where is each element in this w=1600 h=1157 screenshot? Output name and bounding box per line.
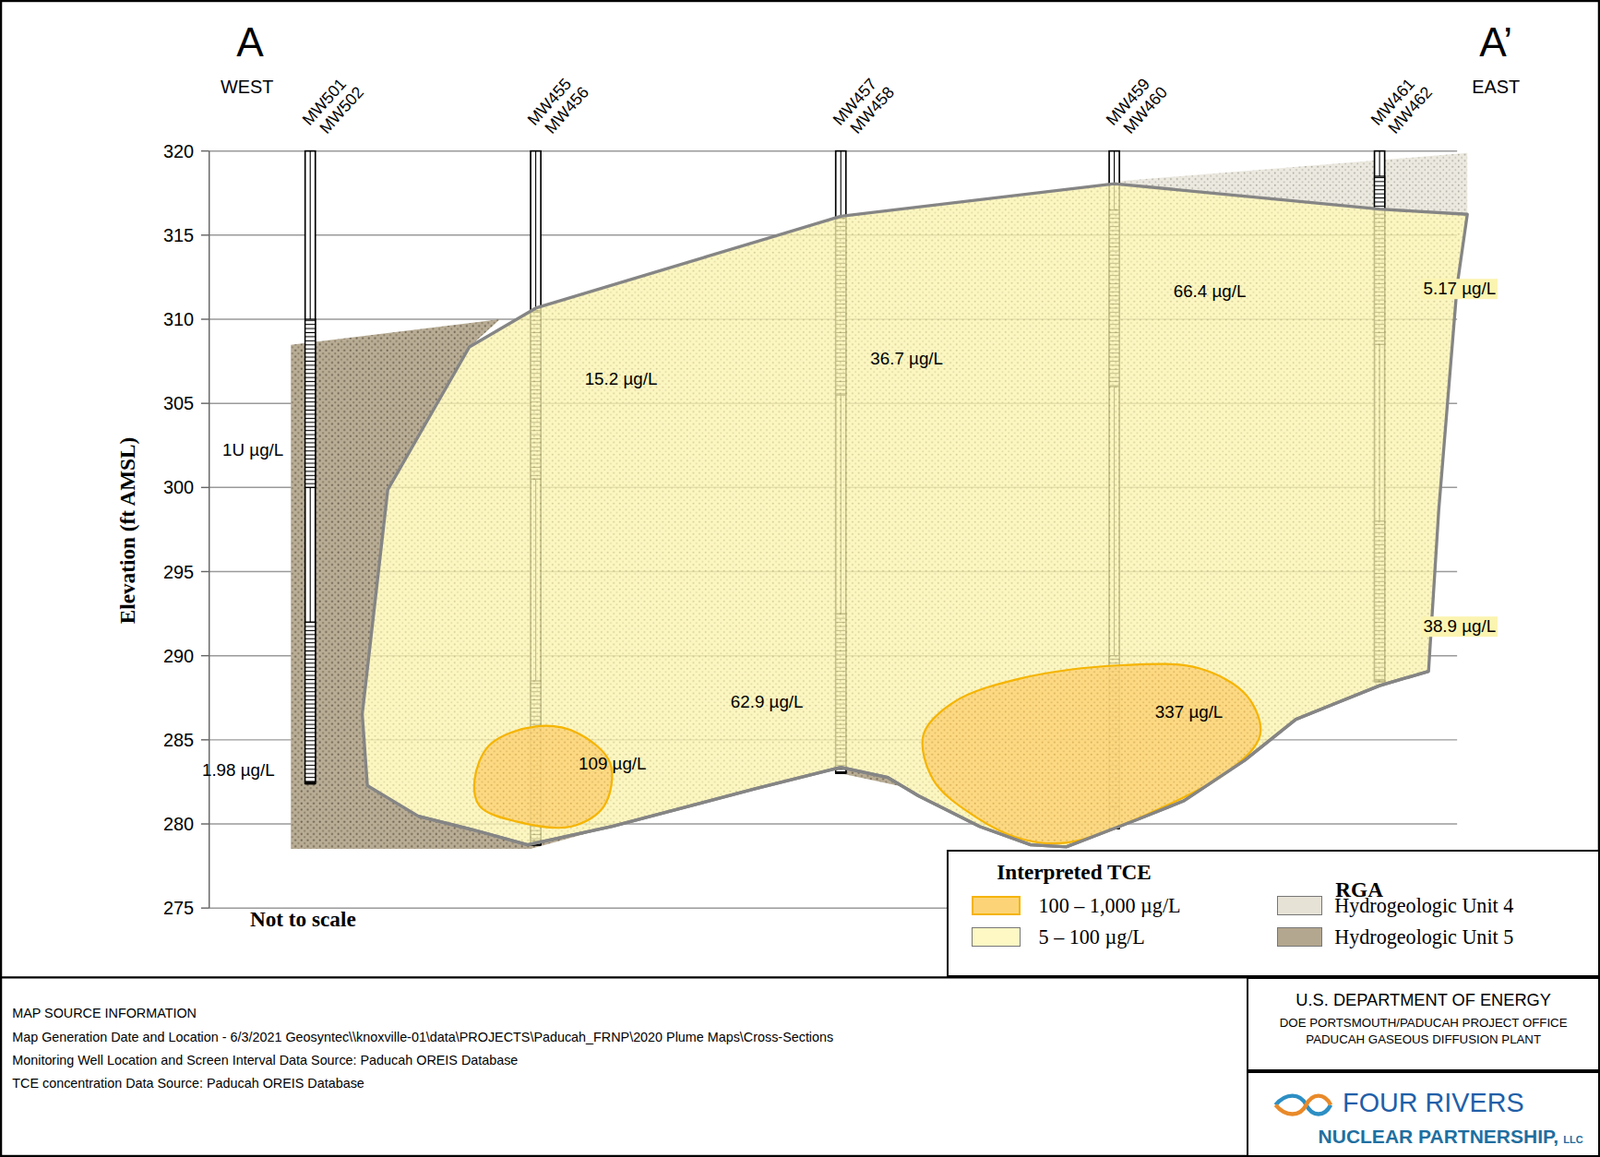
tick-label: 310: [163, 309, 194, 331]
logo-text: LLC: [1563, 1134, 1583, 1147]
well-label-group: MW455MW456: [523, 71, 593, 143]
concentration: 109 µg/L: [578, 753, 646, 775]
legend-heading: Interpreted TCE: [996, 859, 1151, 885]
concentration: 38.9 µg/L: [1420, 616, 1498, 637]
tick-mark: [201, 823, 210, 824]
well-label-group: MW461MW462: [1367, 71, 1437, 143]
well-label-group: MW501MW502: [298, 71, 368, 143]
tick-label: 275: [163, 897, 194, 920]
well-bottom: [835, 771, 847, 774]
source-heading: MAP SOURCE INFORMATION: [11, 1005, 197, 1022]
source-note: Map Generation Date and Location - 6/3/2…: [11, 1028, 834, 1045]
logo-box: FOUR RIVERS NUCLEAR PARTNERSHIP,LLC: [1246, 1071, 1600, 1157]
well-bottom: [305, 782, 316, 785]
tick-label: 280: [163, 813, 194, 836]
concentration: 36.7 µg/L: [870, 348, 944, 370]
concentration: 1U µg/L: [222, 440, 284, 461]
logo-text: FOUR RIVERS: [1342, 1088, 1524, 1120]
direction-label: EAST: [1471, 76, 1520, 98]
legend-text: Hydrogeologic Unit 5: [1334, 925, 1514, 949]
tick-mark: [201, 655, 210, 657]
agency-box: U.S. DEPARTMENT OF ENERGYDOE PORTSMOUTH/…: [1246, 977, 1600, 1072]
legend-text: 5 – 100 µg/L: [1038, 925, 1146, 949]
concentration: 66.4 µg/L: [1173, 281, 1247, 302]
plumes: [362, 183, 1469, 848]
tick-label: 315: [163, 224, 194, 246]
legend-swatch: [971, 927, 1021, 947]
geology: [290, 153, 1468, 849]
tick-label: 285: [163, 728, 194, 751]
logo-text: NUCLEAR PARTNERSHIP,: [1318, 1125, 1560, 1148]
tick-mark: [201, 487, 210, 489]
legend-swatch: [971, 895, 1021, 916]
axis-title: Elevation (ft AMSL): [115, 437, 141, 625]
plume-100-1000: [474, 726, 613, 828]
legend-text: Hydrogeologic Unit 4: [1334, 894, 1514, 918]
well-screen: [305, 319, 316, 488]
grid-line: [209, 150, 1457, 152]
legend-swatch: [1277, 895, 1323, 916]
source-note: Monitoring Well Location and Screen Inte…: [11, 1052, 518, 1069]
tick-label: 295: [163, 561, 194, 583]
tick-label: 320: [163, 140, 194, 162]
tick-mark: [201, 150, 210, 152]
tick-label: 290: [163, 644, 194, 667]
tick-mark: [201, 571, 210, 573]
concentration: 1.98 µg/L: [202, 760, 275, 781]
direction-label: WEST: [220, 76, 274, 98]
concentration: 15.2 µg/L: [585, 370, 658, 391]
concentration: 62.9 µg/L: [730, 692, 804, 713]
well-label-group: MW457MW458: [828, 71, 898, 143]
tick-mark: [201, 907, 210, 908]
tick-mark: [201, 402, 210, 404]
legend-text: 100 – 1,000 µg/L: [1038, 894, 1182, 918]
tick-label: 300: [163, 477, 194, 499]
well-casing: [305, 151, 316, 785]
well-screen: [305, 621, 316, 782]
tick-mark: [201, 739, 210, 741]
section-end: A’: [1479, 19, 1513, 67]
agency-text: U.S. DEPARTMENT OF ENERGY: [1295, 989, 1552, 1013]
concentration: 5.17 µg/L: [1420, 278, 1498, 299]
plume-5-100: [362, 183, 1469, 848]
concentration: 337 µg/L: [1155, 702, 1223, 723]
plume-boundary: [417, 767, 841, 846]
tick-mark: [201, 318, 210, 320]
tick-mark: [201, 234, 210, 236]
logo-mark: [1271, 1089, 1333, 1121]
section-end: A: [236, 19, 264, 67]
agency-text: DOE PORTSMOUTH/PADUCAH PROJECT OFFICE PA…: [1270, 1014, 1577, 1049]
legend-box: Interpreted TCERGA100 – 1,000 µg/L5 – 10…: [946, 849, 1600, 978]
plume-boundary: [840, 671, 1429, 848]
legend-swatch: [1277, 927, 1323, 947]
well-label-group: MW459MW460: [1101, 71, 1171, 143]
y-axis: [208, 151, 210, 909]
tick-label: 305: [163, 393, 194, 415]
plume-100-1000: [922, 664, 1262, 845]
scale-note: Not to scale: [250, 907, 357, 932]
source-note: TCE concentration Data Source: Paducah O…: [11, 1075, 365, 1092]
